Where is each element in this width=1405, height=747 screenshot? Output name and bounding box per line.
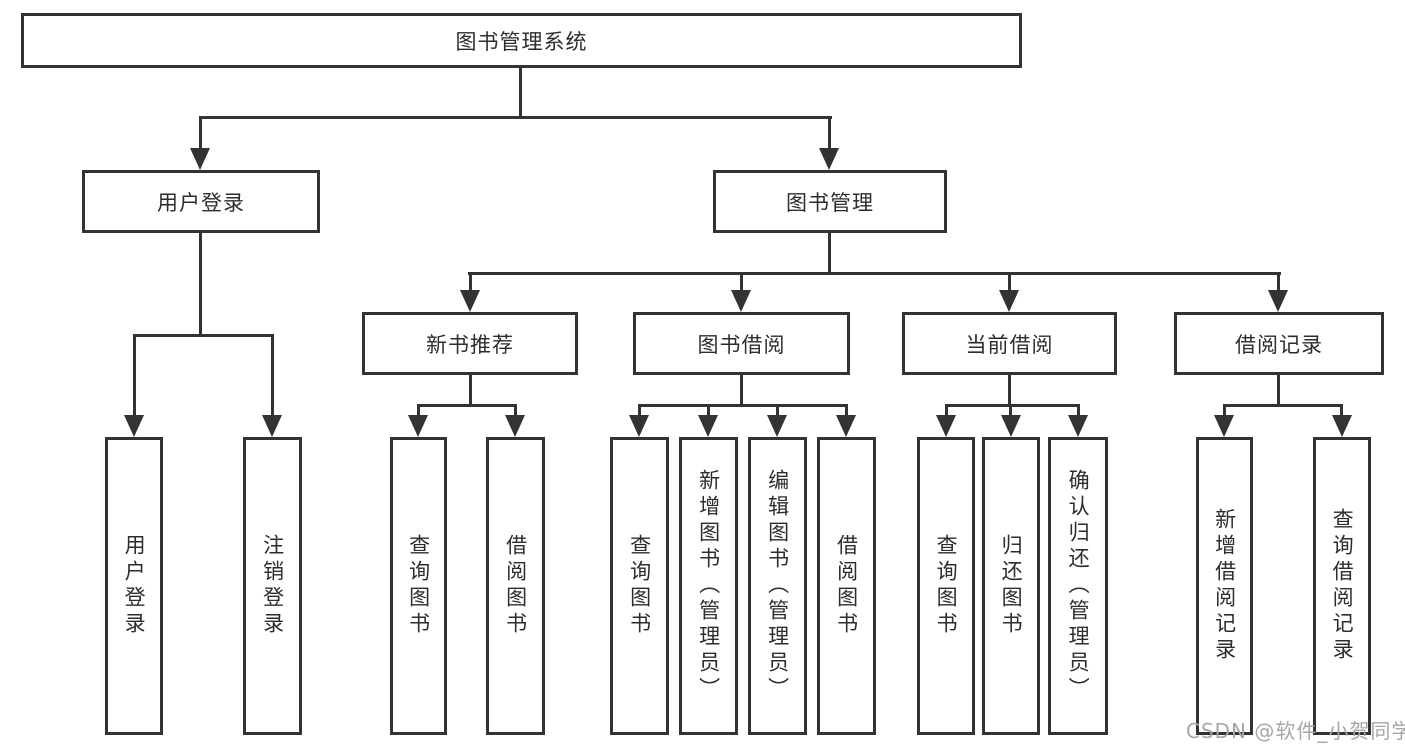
leaf-borrow-add-book-admin-label: 新增图书（管理员） [696, 469, 721, 703]
node-user-login: 用户登录 [82, 170, 320, 233]
connector-userlogin-stub-1 [133, 334, 136, 419]
connector-bookmgmt-stub-3 [1008, 272, 1011, 292]
leaf-borrow-add-book-admin: 新增图书（管理员） [679, 437, 738, 735]
arrow-down-icon [1001, 415, 1021, 437]
connector-currentborrow-stub-2 [1009, 404, 1012, 417]
leaf-user-login-label: 用户登录 [122, 534, 147, 638]
node-book-management-label: 图书管理 [786, 190, 874, 215]
connector-bookmgmt-hline [468, 272, 1281, 275]
connector-root-stub-left [199, 116, 202, 154]
leaf-borrow-borrow-book: 借阅图书 [817, 437, 876, 735]
connector-currentborrow-vline [1008, 375, 1011, 406]
node-borrow-record: 借阅记录 [1174, 312, 1384, 375]
node-borrow-record-label: 借阅记录 [1235, 332, 1323, 357]
leaf-current-confirm-return-admin: 确认归还（管理员） [1048, 437, 1108, 735]
connector-bookmgmt-vline [828, 233, 831, 275]
connector-currentborrow-stub-1 [945, 404, 948, 417]
leaf-borrow-query-book: 查询图书 [610, 437, 669, 735]
leaf-logout: 注销登录 [243, 437, 302, 735]
node-current-borrow: 当前借阅 [902, 312, 1117, 375]
node-book-management: 图书管理 [713, 170, 947, 233]
arrow-down-icon [124, 415, 144, 437]
connector-newbook-stub-1 [417, 404, 420, 417]
node-user-login-label: 用户登录 [157, 190, 245, 215]
leaf-borrow-edit-book-admin: 编辑图书（管理员） [748, 437, 807, 735]
arrow-down-icon [262, 415, 282, 437]
node-new-book-recommend: 新书推荐 [362, 312, 578, 375]
connector-userlogin-stub-2 [271, 334, 274, 419]
leaf-record-query-record: 查询借阅记录 [1313, 437, 1371, 735]
node-new-book-recommend-label: 新书推荐 [426, 332, 514, 357]
leaf-newbook-query-book: 查询图书 [390, 437, 447, 735]
connector-root-stub-right [828, 116, 831, 154]
connector-bookmgmt-stub-4 [1277, 272, 1280, 292]
leaf-newbook-borrow-book-label: 借阅图书 [503, 534, 528, 638]
connector-borrowrecord-hline [1223, 404, 1343, 407]
connector-bookborrow-stub-1 [638, 404, 641, 417]
connector-currentborrow-hline [945, 404, 1080, 407]
leaf-current-return-book-label: 归还图书 [999, 534, 1024, 638]
arrow-down-icon [460, 290, 480, 312]
connector-newbook-stub-2 [514, 404, 517, 417]
connector-bookmgmt-stub-1 [469, 272, 472, 292]
arrow-down-icon [505, 415, 525, 437]
arrow-down-icon [1068, 415, 1088, 437]
leaf-current-query-book: 查询图书 [917, 437, 975, 735]
arrow-down-icon [819, 148, 839, 170]
connector-userlogin-hline [133, 334, 274, 337]
node-current-borrow-label: 当前借阅 [965, 332, 1054, 357]
leaf-borrow-borrow-book-label: 借阅图书 [834, 534, 859, 638]
leaf-newbook-query-book-label: 查询图书 [406, 534, 431, 638]
node-book-borrow: 图书借阅 [633, 312, 850, 375]
arrow-down-icon [731, 290, 751, 312]
connector-borrowrecord-vline [1277, 375, 1280, 406]
arrow-down-icon [1214, 415, 1234, 437]
connector-bookborrow-stub-3 [776, 404, 779, 417]
node-root-label: 图书管理系统 [455, 29, 588, 54]
connector-borrowrecord-stub-2 [1340, 404, 1343, 417]
arrow-down-icon [629, 415, 649, 437]
connector-bookborrow-hline [638, 404, 848, 407]
arrow-down-icon [408, 415, 428, 437]
connector-newbook-vline [469, 375, 472, 406]
leaf-current-confirm-return-admin-label: 确认归还（管理员） [1066, 469, 1091, 703]
leaf-borrow-edit-book-admin-label: 编辑图书（管理员） [765, 469, 790, 703]
node-root: 图书管理系统 [21, 13, 1022, 68]
connector-userlogin-vline [199, 233, 202, 337]
arrow-down-icon [767, 415, 787, 437]
connector-root-vline [519, 68, 522, 118]
connector-root-hline [199, 116, 832, 119]
arrow-down-icon [698, 415, 718, 437]
connector-currentborrow-stub-3 [1077, 404, 1080, 417]
connector-borrowrecord-stub-1 [1223, 404, 1226, 417]
watermark: CSDN @软件_小贺同学 [1186, 719, 1405, 743]
leaf-current-query-book-label: 查询图书 [934, 534, 959, 638]
connector-newbook-hline [417, 404, 517, 407]
arrow-down-icon [1332, 415, 1352, 437]
arrow-down-icon [836, 415, 856, 437]
connector-bookborrow-stub-4 [845, 404, 848, 417]
arrow-down-icon [190, 148, 210, 170]
leaf-record-query-record-label: 查询借阅记录 [1330, 508, 1355, 664]
leaf-current-return-book: 归还图书 [982, 437, 1040, 735]
connector-bookmgmt-stub-2 [740, 272, 743, 292]
leaf-record-add-record-label: 新增借阅记录 [1212, 508, 1237, 664]
leaf-user-login: 用户登录 [105, 437, 163, 735]
leaf-record-add-record: 新增借阅记录 [1196, 437, 1253, 735]
connector-bookborrow-vline [740, 375, 743, 406]
arrow-down-icon [999, 290, 1019, 312]
arrow-down-icon [1268, 290, 1288, 312]
node-book-borrow-label: 图书借阅 [697, 332, 786, 357]
leaf-newbook-borrow-book: 借阅图书 [486, 437, 545, 735]
leaf-borrow-query-book-label: 查询图书 [627, 534, 652, 638]
connector-bookborrow-stub-2 [707, 404, 710, 417]
arrow-down-icon [936, 415, 956, 437]
leaf-logout-label: 注销登录 [260, 534, 285, 638]
